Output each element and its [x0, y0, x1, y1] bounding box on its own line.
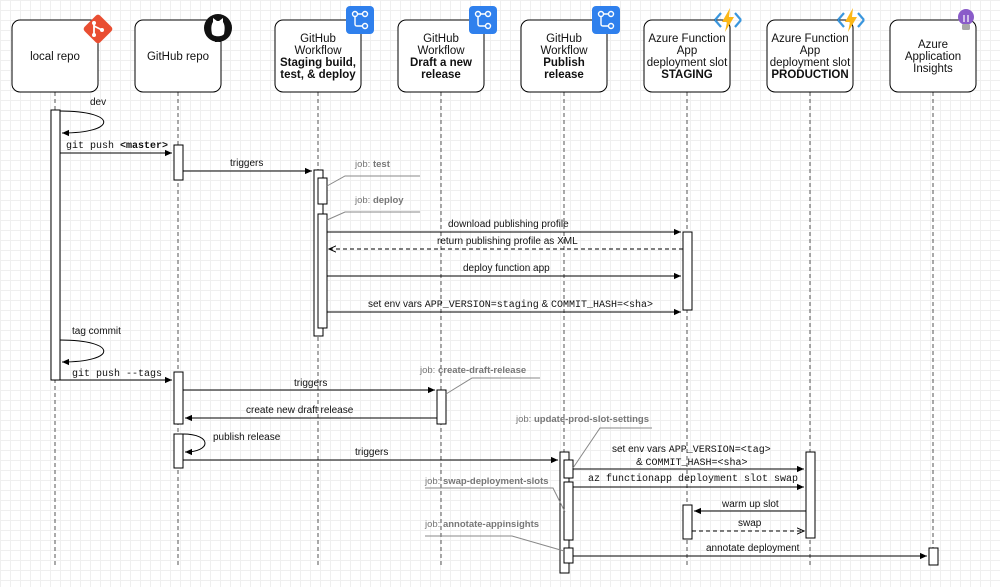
job-connector [445, 377, 540, 395]
message-label: create new draft release [246, 405, 354, 416]
message-label: git push <master> [66, 140, 168, 152]
activation-bar [682, 231, 693, 311]
activation-bar [317, 213, 328, 329]
participant-label: App [677, 45, 697, 57]
participant-wf-publish[interactable] [520, 19, 608, 93]
job-connector [326, 211, 420, 221]
participant-label: Insights [913, 63, 953, 75]
message-label: deploy function app [463, 263, 550, 274]
activation-bar [805, 451, 816, 539]
message-label: tag commit [72, 326, 121, 337]
github-actions-workflow-icon [592, 6, 620, 34]
participant-label: Workflow [294, 45, 342, 57]
self-message-arrow [59, 110, 105, 137]
participant-label: GitHub [546, 33, 582, 45]
github-octocat-icon [204, 14, 232, 42]
message-label: dev [90, 97, 106, 108]
message-label: return publishing profile as XML [437, 236, 578, 247]
activation-bar [436, 389, 447, 425]
participant-wf-staging[interactable] [274, 19, 362, 93]
job-label: job: create-draft-release [419, 365, 526, 376]
participant-label: Workflow [417, 45, 465, 57]
message-label: & COMMIT_HASH=<sha> [636, 457, 747, 469]
activation-bar [173, 433, 184, 469]
activation-bar [173, 144, 184, 181]
participant-label-bold: PRODUCTION [771, 69, 848, 81]
job-label: job: update-prod-slot-settings [515, 414, 649, 425]
message-label: triggers [355, 447, 388, 458]
application-insights-lightbulb-icon [958, 9, 974, 30]
participant-fn-production[interactable] [766, 19, 854, 93]
participant-github-repo[interactable] [134, 19, 222, 93]
participant-label-bold: Publish [543, 57, 585, 69]
participant-label: GitHub [300, 33, 336, 45]
message-label: git push --tags [72, 368, 162, 380]
participant-label: deployment slot [770, 57, 851, 69]
activation-bar [173, 371, 184, 425]
participant-label-bold: STAGING [661, 69, 713, 81]
participant-label: GitHub repo [147, 51, 209, 63]
message-label: warm up slot [721, 499, 779, 510]
job-label: job: deploy [354, 195, 404, 206]
activation-bar [563, 547, 574, 564]
participant-label: App [800, 45, 820, 57]
message-label: download publishing profile [448, 219, 569, 230]
message-label: az functionapp deployment slot swap [588, 473, 798, 485]
activation-bar [50, 109, 61, 381]
azure-functions-lightning-icon [714, 8, 742, 32]
participant-label-bold: test, & deploy [280, 69, 356, 81]
participant-label-bold: Staging build, [280, 57, 356, 69]
job-label: job: annotate-appinsights [424, 519, 539, 530]
participant-insights[interactable] [889, 19, 977, 93]
message-label: set env vars APP_VERSION=staging & COMMI… [368, 299, 653, 311]
job-connector [326, 175, 420, 187]
participant-local-repo[interactable] [11, 19, 99, 93]
self-message-arrow [182, 433, 206, 456]
activation-bar [563, 481, 574, 541]
azure-functions-lightning-icon [837, 8, 865, 32]
message-label: triggers [230, 158, 263, 169]
participant-fn-staging[interactable] [643, 19, 731, 93]
github-actions-workflow-icon [469, 6, 497, 34]
message-label: swap [738, 518, 762, 529]
github-actions-workflow-icon [346, 6, 374, 34]
message-label: publish release [213, 432, 281, 443]
message-label: annotate deployment [706, 543, 800, 554]
job-connector [425, 487, 566, 513]
job-connector [572, 427, 652, 469]
participant-label: GitHub [423, 33, 459, 45]
participant-label: Application [905, 51, 961, 63]
message-label: triggers [294, 378, 327, 389]
activation-bar [563, 459, 574, 479]
participant-label-bold: release [421, 69, 461, 81]
participant-label: Azure [918, 39, 948, 51]
activation-bar [317, 177, 328, 205]
participant-label-bold: Draft a new [410, 57, 472, 69]
participant-wf-draft[interactable] [397, 19, 485, 93]
job-label: job: swap-deployment-slots [424, 476, 549, 487]
participant-label: Azure Function [771, 33, 848, 45]
job-connector [425, 535, 565, 552]
participant-label: deployment slot [647, 57, 728, 69]
activation-bar [928, 547, 939, 566]
self-message-arrow [59, 339, 105, 366]
participant-label-bold: release [544, 69, 584, 81]
participant-label: local repo [30, 51, 80, 63]
message-label: set env vars APP_VERSION=<tag> [612, 444, 771, 456]
activation-bar [682, 504, 693, 540]
job-label: job: test [354, 159, 391, 170]
participant-label: Workflow [540, 45, 588, 57]
participant-label: Azure Function [648, 33, 725, 45]
git-icon [83, 14, 113, 44]
